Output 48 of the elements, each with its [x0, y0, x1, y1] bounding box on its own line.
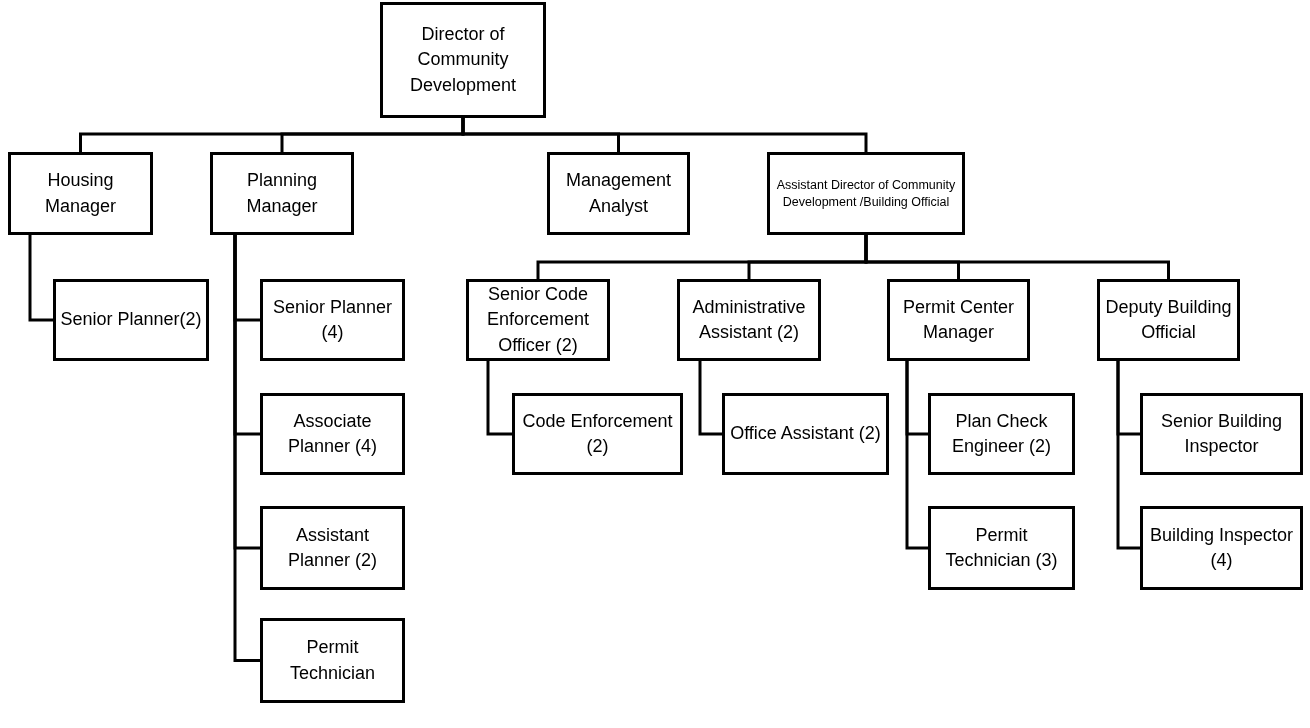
position-title: Deputy Building Official [1104, 295, 1233, 344]
position-title: Permit Technician (3) [944, 523, 1059, 572]
position-box [887, 279, 1030, 361]
connector-line [28, 235, 53, 322]
position-title: Senior Planner(2) [60, 308, 202, 332]
position-title: Director of Community Development [408, 23, 518, 97]
position-title: Housing Manager [43, 169, 117, 218]
position-box [260, 279, 405, 361]
position-title: Permit Technician [288, 636, 377, 685]
connector-line [864, 235, 1170, 279]
position-title: Plan Check Engineer (2) [950, 409, 1053, 458]
position-box [928, 506, 1075, 590]
connector-line [233, 235, 260, 662]
position-title: Office Assistant (2) [730, 422, 881, 446]
connector-line [461, 118, 868, 152]
position-box [512, 393, 683, 475]
position-box [210, 152, 354, 235]
position-box [1140, 393, 1303, 475]
connector-line [698, 361, 722, 436]
position-title: Senior Building Inspector [1159, 409, 1284, 458]
position-title: Permit Center Manager [901, 295, 1015, 344]
connector-line [1116, 361, 1140, 550]
position-title: Planning Manager [245, 169, 319, 218]
position-box [466, 279, 610, 361]
position-title: Assistant Director of Community Development /Building Official [775, 176, 957, 211]
position-box [8, 152, 153, 235]
position-title: Code Enforcement (2) [521, 409, 674, 458]
position-box [677, 279, 821, 361]
connector-line [486, 361, 512, 436]
position-box [1097, 279, 1240, 361]
position-title: Administrative Assistant (2) [691, 295, 807, 344]
connector-line [905, 361, 928, 550]
position-title: Associate Planner (4) [286, 409, 378, 458]
position-box [547, 152, 690, 235]
position-box [767, 152, 965, 235]
position-box [380, 2, 546, 118]
position-box [260, 506, 405, 590]
position-box [1140, 506, 1303, 590]
position-title: Senior Code Enforcement Officer (2) [485, 283, 591, 357]
position-title: Management Analyst [564, 169, 673, 218]
position-box [260, 393, 405, 475]
position-title: Building Inspector (4) [1148, 523, 1295, 572]
position-title: Senior Planner (4) [271, 295, 394, 344]
position-box [928, 393, 1075, 475]
position-box [53, 279, 209, 361]
position-box [722, 393, 889, 475]
position-box [260, 618, 405, 703]
position-title: Assistant Planner (2) [286, 523, 378, 572]
